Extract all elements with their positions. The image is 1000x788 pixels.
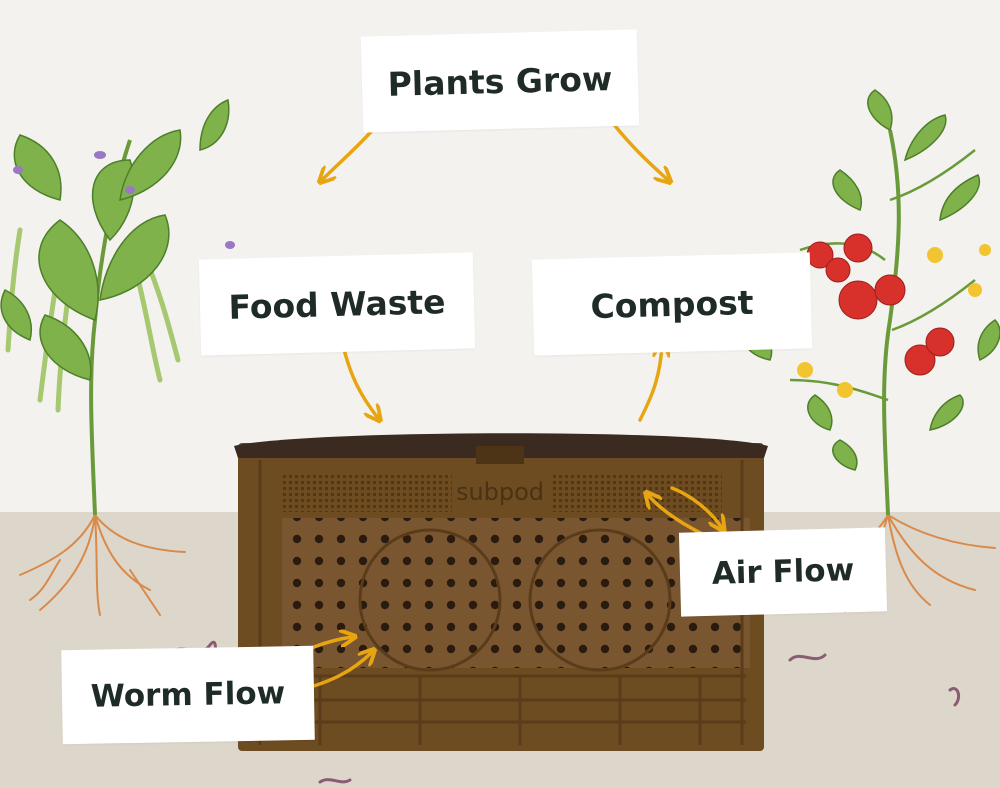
bin-lid [234,433,768,458]
label-air-flow: Air Flow [678,527,888,617]
label-food-waste: Food Waste [198,252,476,356]
label-plants-grow: Plants Grow [360,29,640,133]
bean-roots [19,514,186,616]
arrow-plants-to-compost [610,120,668,180]
bean-plant-illustration [0,98,235,616]
tomato-plant-illustration [742,89,1000,613]
tomato-stem [882,129,901,516]
arrow-air-flow-2 [670,486,722,528]
label-compost: Compost [531,252,813,356]
arrow-bin-to-compost [638,345,662,422]
bin-vent-right [552,472,722,512]
tomato-flowers [797,244,991,398]
arrow-food-waste-to-bin [341,343,378,418]
bin-vent-left [282,472,452,512]
tomatoes [806,233,955,376]
bean-leaves [0,98,230,381]
label-worm-flow: Worm Flow [61,645,315,745]
cycle-arrows [272,120,728,692]
bin-handle [476,446,524,464]
bean-flowers [13,151,235,249]
bin-brand-label: subpod [456,478,544,506]
